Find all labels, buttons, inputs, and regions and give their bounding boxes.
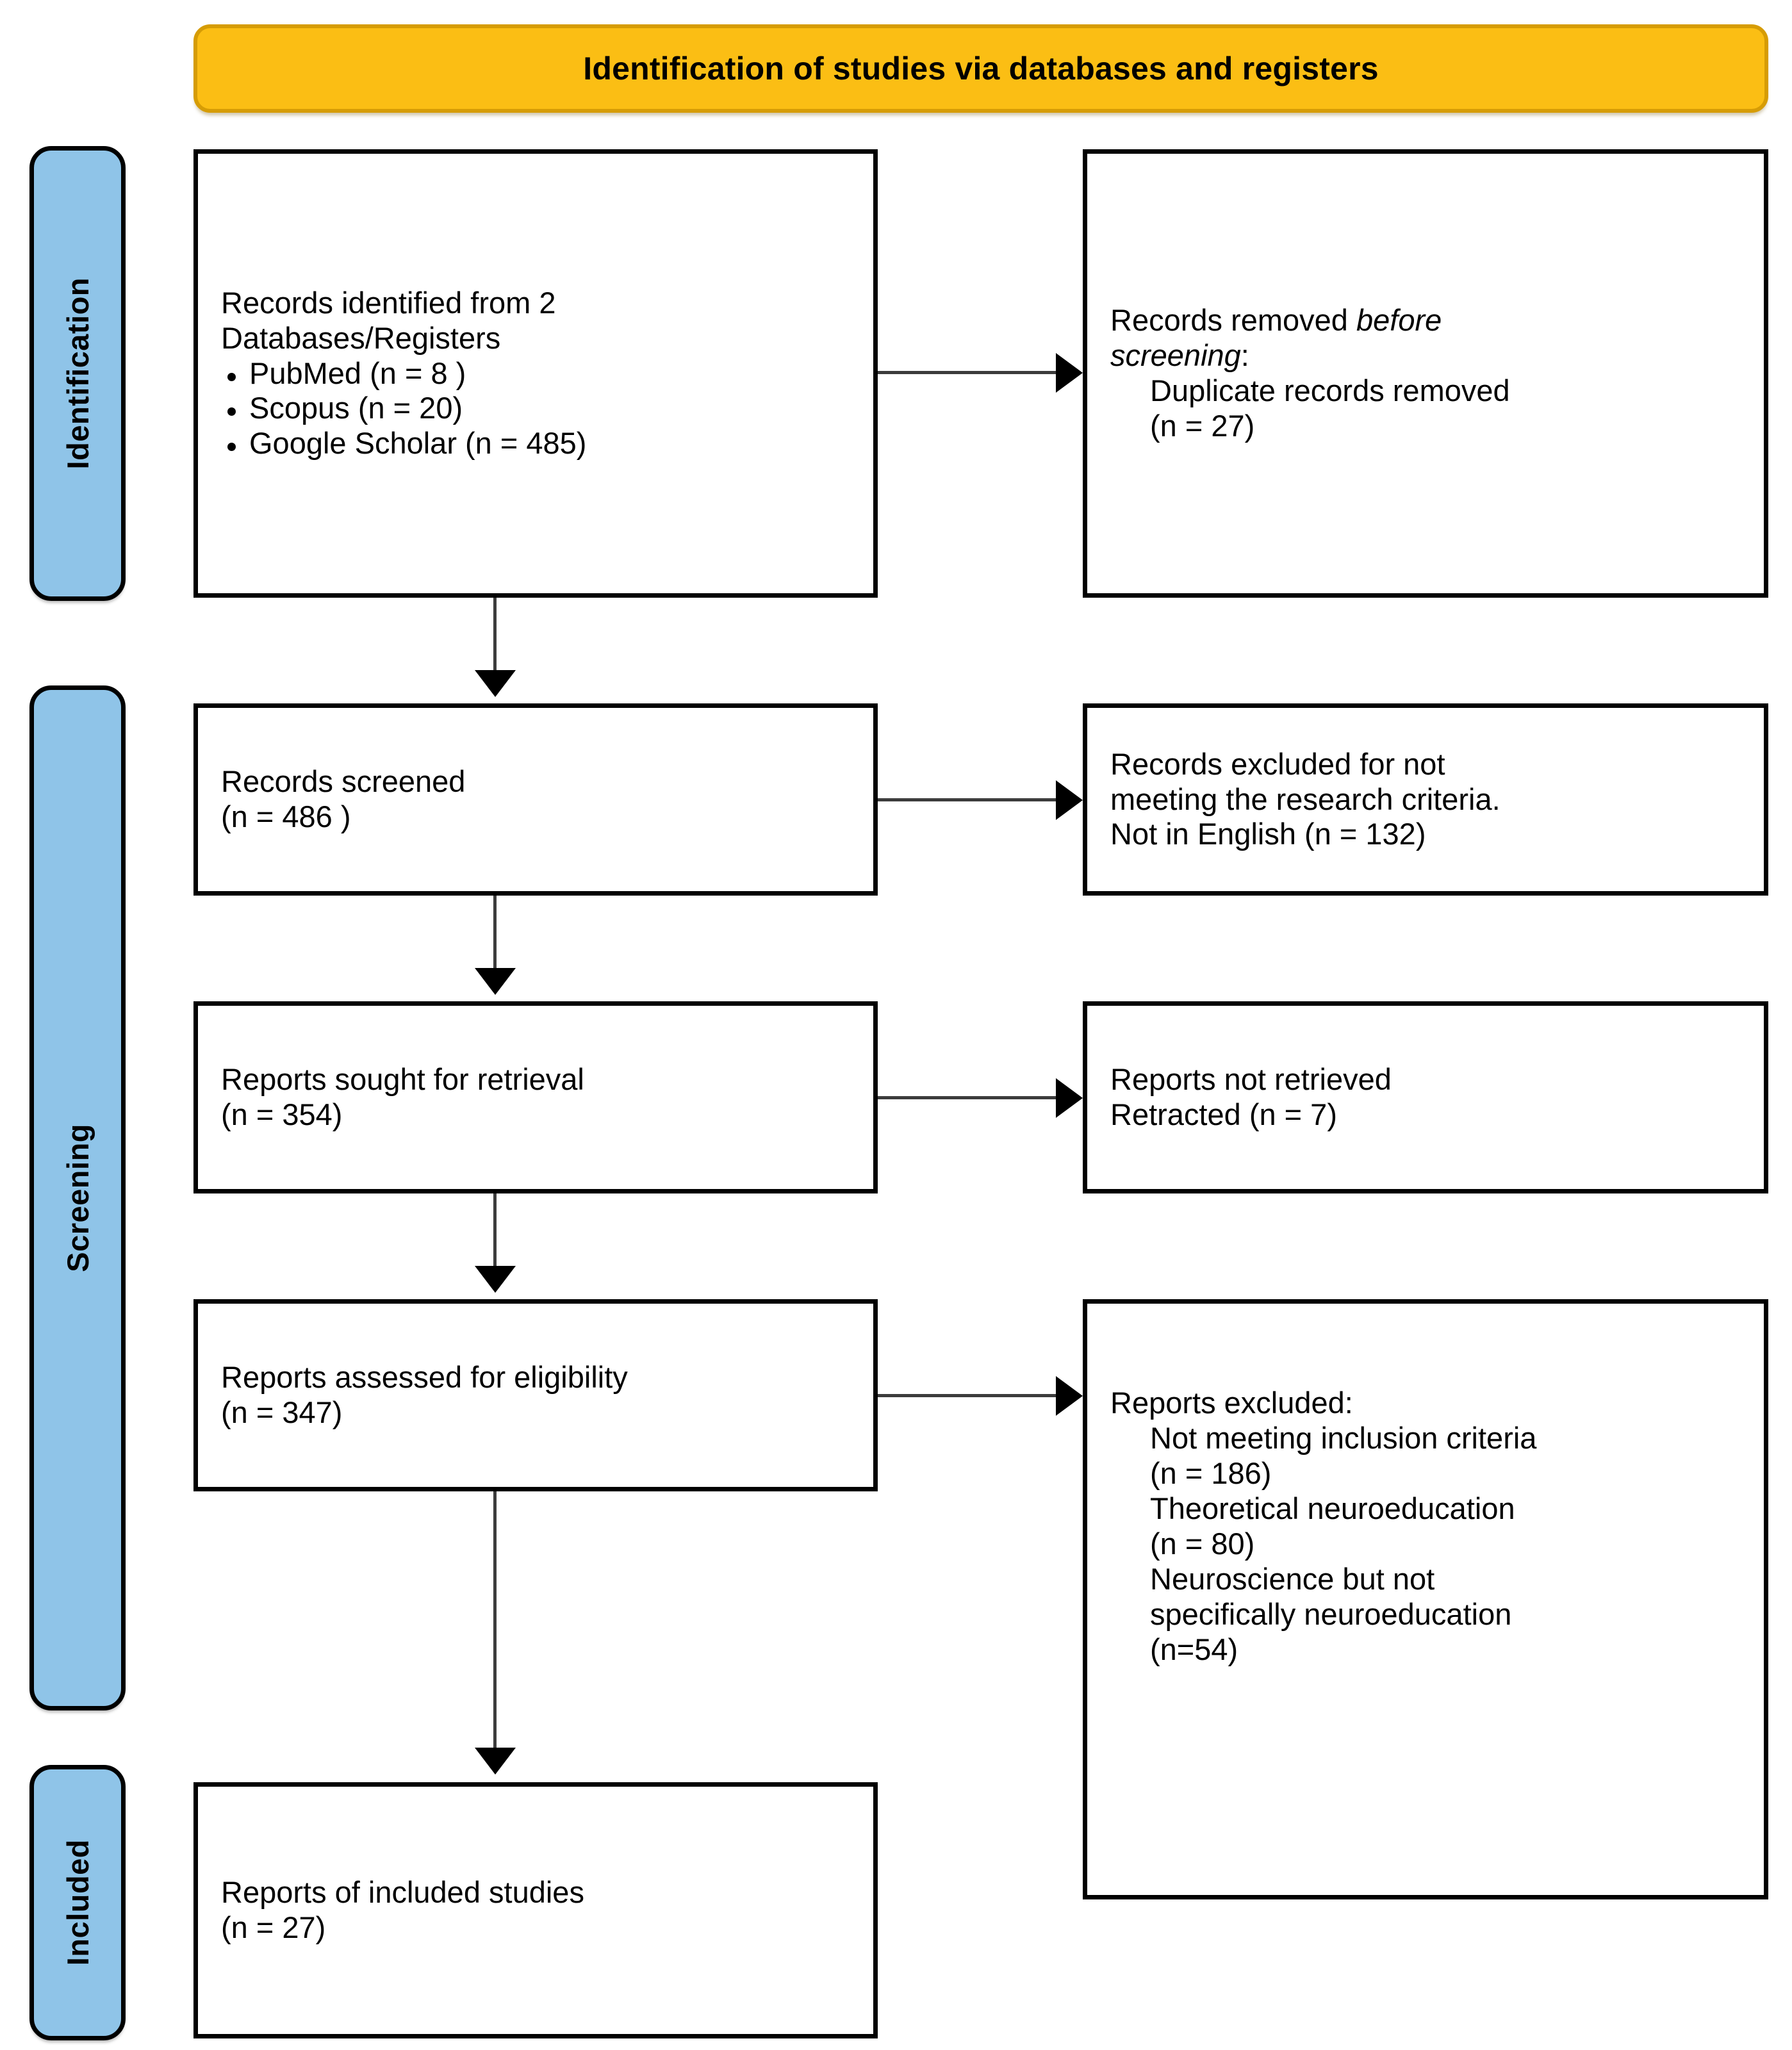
diagram-title-banner: Identification of studies via databases … bbox=[193, 24, 1768, 113]
phase-tab-identification: Identification bbox=[29, 146, 126, 601]
records-excluded-line1: Records excluded for not bbox=[1110, 746, 1445, 781]
records-identified-line1: Records identified from 2 bbox=[221, 285, 556, 320]
reports-excluded-reason: Neuroscience but not bbox=[1150, 1561, 1435, 1596]
connector-sought-to-not-retrieved bbox=[878, 1096, 1058, 1099]
box-reports-not-retrieved: Reports not retrieved Retracted (n = 7) bbox=[1083, 1001, 1768, 1193]
reports-not-retrieved-line1: Reports not retrieved bbox=[1110, 1062, 1392, 1097]
box-records-removed-before-screening: Records removed before screening: Duplic… bbox=[1083, 149, 1768, 598]
records-removed-line2: screening: bbox=[1110, 338, 1745, 373]
records-screened-line2: (n = 486 ) bbox=[221, 800, 351, 833]
reports-not-retrieved-line2: Retracted (n = 7) bbox=[1110, 1097, 1337, 1131]
phase-tab-included-label: Included bbox=[60, 1839, 95, 1966]
reports-excluded-reason: (n = 186) bbox=[1150, 1456, 1272, 1490]
reports-assessed-line1: Reports assessed for eligibility bbox=[221, 1360, 628, 1395]
records-removed-line3: Duplicate records removed bbox=[1150, 373, 1510, 407]
reports-excluded-reason: Not meeting inclusion criteria bbox=[1150, 1420, 1537, 1455]
reports-assessed-line2: (n = 347) bbox=[221, 1395, 343, 1429]
reports-sought-line2: (n = 354) bbox=[221, 1097, 343, 1131]
list-item: Google Scholar (n = 485) bbox=[221, 426, 854, 461]
box-records-excluded: Records excluded for not meeting the res… bbox=[1083, 703, 1768, 896]
reports-sought-line1: Reports sought for retrieval bbox=[221, 1062, 584, 1097]
records-removed-line1: Records removed before bbox=[1110, 303, 1745, 338]
list-item: Scopus (n = 20) bbox=[221, 391, 854, 426]
records-removed-line4: (n = 27) bbox=[1150, 408, 1255, 443]
reports-excluded-heading: Reports excluded: bbox=[1110, 1386, 1353, 1420]
box-reports-excluded: Reports excluded: Not meeting inclusion … bbox=[1083, 1299, 1768, 1899]
box-reports-of-included-studies: Reports of included studies (n = 27) bbox=[193, 1782, 878, 2038]
records-identified-source-list: PubMed (n = 8 ) Scopus (n = 20) Google S… bbox=[221, 356, 854, 462]
connector-sought-to-assessed bbox=[493, 1193, 497, 1274]
connector-identified-to-removed bbox=[878, 371, 1058, 374]
list-item: PubMed (n = 8 ) bbox=[221, 356, 854, 391]
phase-tab-screening: Screening bbox=[29, 685, 126, 1710]
reports-excluded-reason: Theoretical neuroeducation bbox=[1150, 1491, 1515, 1525]
records-removed-line1-pre: Records removed bbox=[1110, 303, 1356, 338]
records-removed-line2-post: : bbox=[1240, 338, 1249, 373]
reports-excluded-reason: (n=54) bbox=[1150, 1632, 1238, 1666]
reports-excluded-reason: specifically neuroeducation bbox=[1150, 1596, 1512, 1631]
records-removed-line2-emphasis: screening bbox=[1110, 338, 1241, 373]
phase-tab-identification-label: Identification bbox=[60, 277, 95, 470]
reports-included-line2: (n = 27) bbox=[221, 1910, 326, 1944]
records-identified-line2: Databases/Registers bbox=[221, 320, 501, 355]
box-records-identified: Records identified from 2 Databases/Regi… bbox=[193, 149, 878, 598]
records-removed-line1-emphasis: before bbox=[1356, 303, 1442, 338]
records-screened-line1: Records screened bbox=[221, 764, 466, 799]
reports-excluded-reason: (n = 80) bbox=[1150, 1526, 1255, 1561]
box-reports-sought-for-retrieval: Reports sought for retrieval (n = 354) bbox=[193, 1001, 878, 1193]
reports-included-line1: Reports of included studies bbox=[221, 1875, 584, 1910]
connector-screened-to-sought bbox=[493, 896, 497, 976]
connector-assessed-to-excluded bbox=[878, 1394, 1058, 1397]
phase-tab-included: Included bbox=[29, 1765, 126, 2040]
connector-assessed-to-included bbox=[493, 1491, 497, 1755]
page-title: Identification of studies via databases … bbox=[583, 51, 1379, 86]
records-excluded-line3: Not in English (n = 132) bbox=[1110, 817, 1426, 851]
connector-screened-to-excluded bbox=[878, 798, 1058, 801]
records-excluded-line2: meeting the research criteria. bbox=[1110, 782, 1500, 816]
connector-identified-to-screened bbox=[493, 598, 497, 678]
phase-tab-screening-label: Screening bbox=[60, 1124, 95, 1272]
box-reports-assessed-for-eligibility: Reports assessed for eligibility (n = 34… bbox=[193, 1299, 878, 1491]
box-records-screened: Records screened (n = 486 ) bbox=[193, 703, 878, 896]
